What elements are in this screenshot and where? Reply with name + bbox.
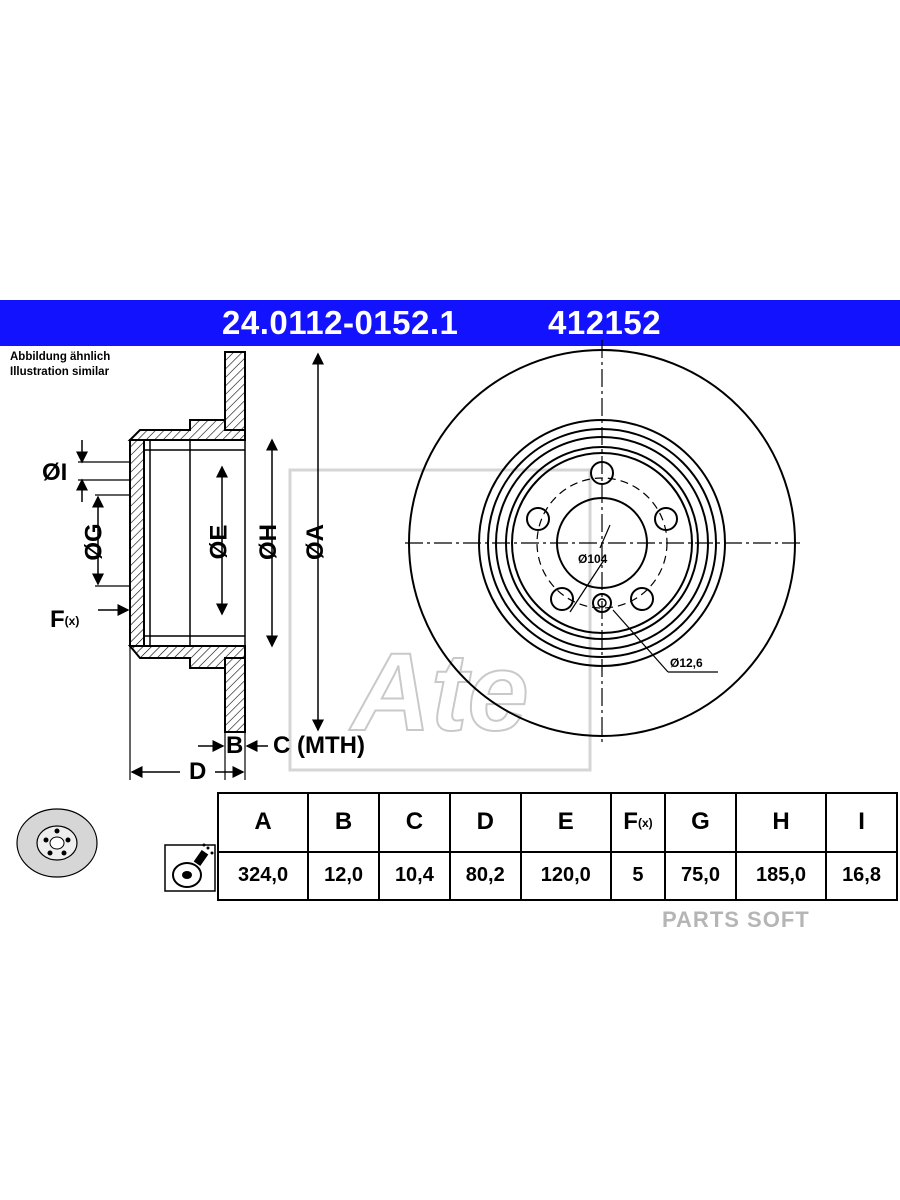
value-f: 5 <box>609 850 667 902</box>
spray-can-icon <box>164 843 216 892</box>
value-b: 12,0 <box>307 850 380 902</box>
front-view <box>405 340 800 745</box>
value-a: 324,0 <box>216 850 310 902</box>
illustration-caption: Abbildung ähnlich Illustration similar <box>10 350 110 380</box>
brake-disc-drawing: Ate <box>76 340 800 780</box>
disc-thumbnail-icon <box>16 808 216 892</box>
dim-d-label: D <box>189 758 207 785</box>
header-d: D <box>448 792 522 853</box>
dim-b-label: B <box>226 732 244 759</box>
dim-h-label: ØH <box>255 524 282 560</box>
header-f-sub: (x) <box>637 816 653 831</box>
pcd-label: Ø104 <box>578 552 608 566</box>
dim-e-label: ØE <box>205 524 233 560</box>
dim-c-label: C (MTH) <box>273 732 365 759</box>
table-header-row: A B C D E F(x) G H I <box>5 792 898 892</box>
cross-section-view <box>76 351 324 780</box>
dim-f-sub: (x) <box>64 614 80 628</box>
caption-de: Abbildung ähnlich <box>10 351 111 363</box>
value-g: 75,0 <box>664 850 737 902</box>
title-bar: 24.0112-0152.1 412152 <box>0 300 900 346</box>
value-c: 10,4 <box>377 850 451 902</box>
disc-thumbnail-cell <box>5 793 218 900</box>
dim-a-label: ØA <box>302 524 329 560</box>
logo-text: Ate <box>348 631 528 754</box>
value-i: 16,8 <box>825 850 898 902</box>
value-h: 185,0 <box>734 850 828 902</box>
header-i: I <box>825 792 898 853</box>
hole-diameter-label: Ø12,6 <box>670 656 703 670</box>
dim-i-label: ØI <box>42 459 68 486</box>
part-number: 24.0112-0152.1 <box>222 304 459 341</box>
header-g: G <box>664 792 737 853</box>
header-f: F(x) <box>609 792 667 853</box>
dim-g-label: ØG <box>80 523 108 561</box>
header-f-letter: F <box>623 808 638 836</box>
reference-number: 412152 <box>548 304 662 341</box>
dim-f-label: F(x) <box>50 606 79 634</box>
header-c: C <box>377 792 451 853</box>
ate-logo-watermark: Ate <box>288 468 592 772</box>
header-b: B <box>307 792 380 853</box>
caption-en: Illustration similar <box>10 366 110 378</box>
header-h: H <box>734 792 828 853</box>
value-d: 80,2 <box>448 850 522 902</box>
parts-soft-watermark: PARTS SOFT <box>662 907 810 932</box>
table-value-row: 324,0 12,0 10,4 80,2 120,0 5 75,0 185,0 … <box>5 850 898 902</box>
dim-f-letter: F <box>50 606 65 633</box>
value-e: 120,0 <box>519 850 612 902</box>
header-a: A <box>216 792 310 853</box>
header-e: E <box>519 792 612 853</box>
spec-table: A B C D E F(x) G H I 324,0 12,0 10,4 80,… <box>5 792 898 902</box>
